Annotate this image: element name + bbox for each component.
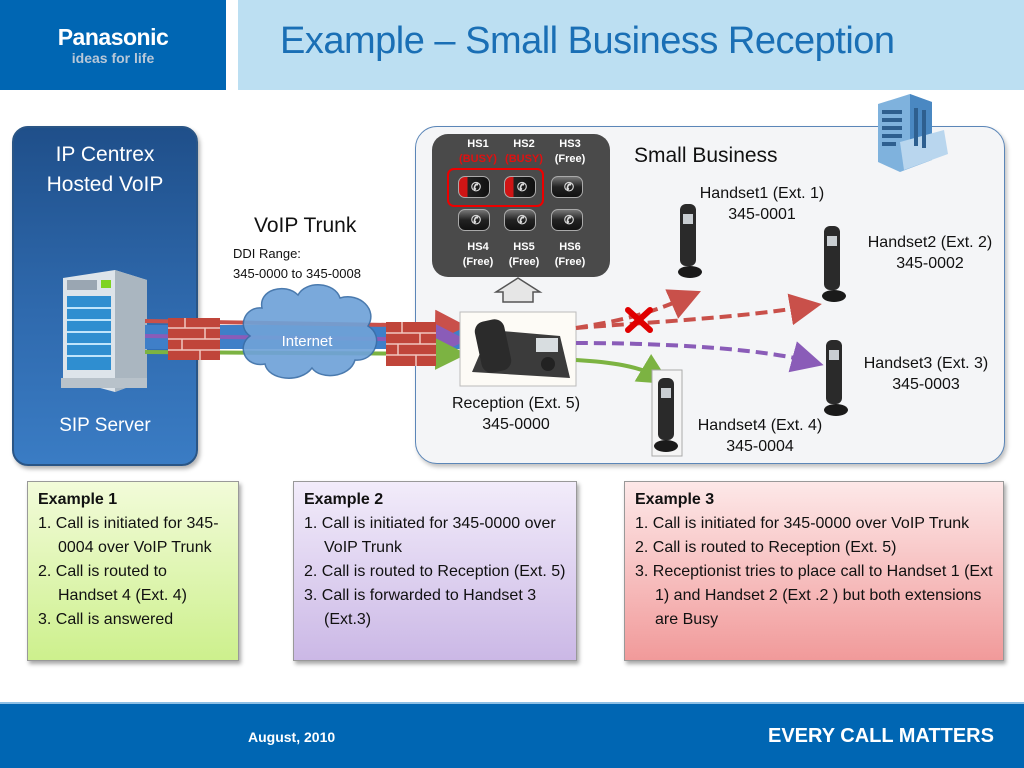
footer-bar <box>0 702 1024 768</box>
example-2-title: Example 2 <box>304 491 384 508</box>
example-step: 3. Call is answered <box>38 611 174 628</box>
small-business-title: Small Business <box>634 144 778 167</box>
handset-key-icon: ✆ <box>471 213 482 227</box>
hs1-status: (BUSY) <box>459 153 497 165</box>
hs5-status: (Free) <box>508 256 540 268</box>
page-title: Example – Small Business Reception <box>280 20 895 62</box>
hs4-key[interactable]: ✆ <box>458 209 490 231</box>
handset4-number: 345-0004 <box>726 438 794 455</box>
handset3-label: Handset3 (Ext. 3) 345-0003 <box>848 353 1004 395</box>
hs4-status: (Free) <box>462 256 494 268</box>
example-3-steps: 1. Call is initiated for 345-0000 over V… <box>635 512 993 632</box>
example-3-box: Example 3 1. Call is initiated for 345-0… <box>624 481 1004 661</box>
hs3-id: HS3 <box>559 138 581 150</box>
flow-to-handset2 <box>575 293 822 330</box>
handset-key-icon: ✆ <box>471 180 482 194</box>
internet-cloud-icon <box>242 284 378 379</box>
blocked-x-icon <box>625 307 653 333</box>
handset2-name: Handset2 (Ext. 2) <box>867 234 993 251</box>
hs1-id: HS1 <box>467 138 489 150</box>
example-1-box: Example 1 1. Call is initiated for 345-0… <box>27 481 239 661</box>
reception-number: 345-0000 <box>482 416 550 433</box>
handset1-label: Handset1 (Ext. 1) 345-0001 <box>684 183 840 225</box>
handset-key-icon: ✆ <box>517 213 528 227</box>
footer-date: August, 2010 <box>248 729 336 745</box>
hosted-voip-title: IP Centrex Hosted VoIP <box>12 140 198 200</box>
example-3-title: Example 3 <box>635 491 715 508</box>
hs5-key[interactable]: ✆ <box>504 209 536 231</box>
example-step: 2. Call is routed to Reception (Ext. 5) <box>635 539 897 556</box>
handset-key-icon: ✆ <box>564 180 575 194</box>
hs6-id: HS6 <box>559 241 581 253</box>
hs6-key[interactable]: ✆ <box>551 209 583 231</box>
firewall-right-icon <box>386 322 436 366</box>
example-2-box: Example 2 1. Call is initiated for 345-0… <box>293 481 577 661</box>
handset2-label: Handset2 (Ext. 2) 345-0002 <box>852 232 1008 274</box>
hs2-status: (BUSY) <box>505 153 543 165</box>
hs4-id: HS4 <box>467 241 489 253</box>
handset1-icon <box>678 204 702 278</box>
example-step: 1. Call is initiated for 345-0000 over V… <box>635 515 970 532</box>
footer-slogan: EVERY CALL MATTERS <box>768 725 994 747</box>
handset-key-icon: ✆ <box>564 213 575 227</box>
hs3-status: (Free) <box>554 153 586 165</box>
call-flow-diagram <box>144 204 848 457</box>
hs6-status: (Free) <box>554 256 586 268</box>
hosted-title-line1: IP Centrex <box>55 143 155 166</box>
voip-trunk-title: VoIP Trunk <box>254 214 357 237</box>
internet-label: Internet <box>281 333 333 350</box>
example-step: 3. Receptionist tries to place call to H… <box>635 563 993 628</box>
handset3-name: Handset3 (Ext. 3) <box>863 355 989 372</box>
desk-phone-icon <box>472 319 570 378</box>
office-building-icon <box>878 94 948 172</box>
example-step: 2. Call is routed to Handset 4 (Ext. 4) <box>38 563 187 604</box>
hs3-label: HS3 (Free) <box>548 137 592 167</box>
handset3-icon <box>824 340 848 416</box>
handset4-icon <box>651 369 683 457</box>
example-step: 1. Call is initiated for 345-0000 over V… <box>304 515 556 556</box>
title-banner <box>238 0 1024 90</box>
firewall-left-icon <box>168 318 220 360</box>
server-icon <box>61 270 147 392</box>
handset4-name: Handset4 (Ext. 4) <box>697 417 823 434</box>
handset2-number: 345-0002 <box>896 255 964 272</box>
hs2-label: HS2 (BUSY) <box>502 137 546 167</box>
handset-key-icon: ✆ <box>517 180 528 194</box>
reception-name: Reception (Ext. 5) <box>451 395 581 412</box>
example-1-title: Example 1 <box>38 491 118 508</box>
brand-logo: Panasonic <box>57 24 169 50</box>
logo-panel <box>0 0 226 90</box>
example-step: 2. Call is routed to Reception (Ext. 5) <box>304 563 566 580</box>
example-1-steps: 1. Call is initiated for 345-0004 over V… <box>38 512 228 632</box>
hs1-key[interactable]: ✆ <box>458 176 490 198</box>
hs4-label: HS4 (Free) <box>456 240 500 270</box>
hs2-key[interactable]: ✆ <box>504 176 536 198</box>
handset1-number: 345-0001 <box>728 206 796 223</box>
example-step: 3. Call is forwarded to Handset 3 (Ext.3… <box>304 587 537 628</box>
ddi-range-label: DDI Range: <box>233 246 301 261</box>
hosted-title-line2: Hosted VoIP <box>46 173 164 196</box>
handset1-name: Handset1 (Ext. 1) <box>699 185 825 202</box>
example-2-steps: 1. Call is initiated for 345-0000 over V… <box>304 512 566 632</box>
example-step: 1. Call is initiated for 345-0004 over V… <box>38 515 219 556</box>
sip-server-label: SIP Server <box>59 415 151 436</box>
hs5-label: HS5 (Free) <box>502 240 546 270</box>
handset3-number: 345-0003 <box>892 376 960 393</box>
ddi-range-value: 345-0000 to 345-0008 <box>233 266 361 281</box>
hs6-label: HS6 (Free) <box>548 240 592 270</box>
busy-highlight-frame <box>447 168 544 207</box>
hs1-label: HS1 (BUSY) <box>456 137 500 167</box>
flow-to-handset4 <box>575 353 671 385</box>
hs2-id: HS2 <box>513 138 535 150</box>
hs5-id: HS5 <box>513 241 535 253</box>
reception-label: Reception (Ext. 5) 345-0000 <box>436 393 596 435</box>
handset2-icon <box>822 226 846 302</box>
hs3-key[interactable]: ✆ <box>551 176 583 198</box>
flow-to-handset3 <box>575 341 824 373</box>
handset4-label: Handset4 (Ext. 4) 345-0004 <box>682 415 838 457</box>
brand-tagline: ideas for life <box>71 50 155 66</box>
up-arrow-icon <box>493 277 543 303</box>
